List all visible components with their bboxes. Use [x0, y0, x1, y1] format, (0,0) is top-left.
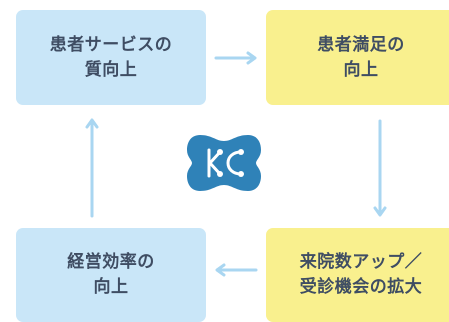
box-label-line1: 患者満足の: [317, 34, 405, 55]
arrow-right-icon: [214, 51, 257, 65]
box-label-line1: 経営効率の: [67, 252, 155, 272]
arrow-left-icon: [215, 263, 258, 277]
box-label-line2: 向上: [343, 59, 379, 80]
box-patient-satisfaction: 患者満足の 向上: [266, 10, 449, 105]
box-label-line2: 受診機会の拡大: [299, 277, 423, 297]
box-label-line1: 来院数アップ／: [299, 252, 423, 272]
kc-logo-icon: [187, 135, 261, 191]
box-patient-service-quality: 患者サービスの 質向上: [16, 10, 206, 105]
box-management-efficiency: 経営効率の 向上: [16, 228, 206, 322]
box-visit-increase: 来院数アップ／ 受診機会の拡大: [266, 228, 449, 322]
arrow-down-icon: [373, 119, 387, 217]
box-label-line2: 質向上: [84, 59, 138, 80]
arrow-up-icon: [85, 118, 99, 218]
box-label-line1: 患者サービスの: [49, 34, 173, 55]
box-label-line2: 向上: [93, 277, 129, 297]
